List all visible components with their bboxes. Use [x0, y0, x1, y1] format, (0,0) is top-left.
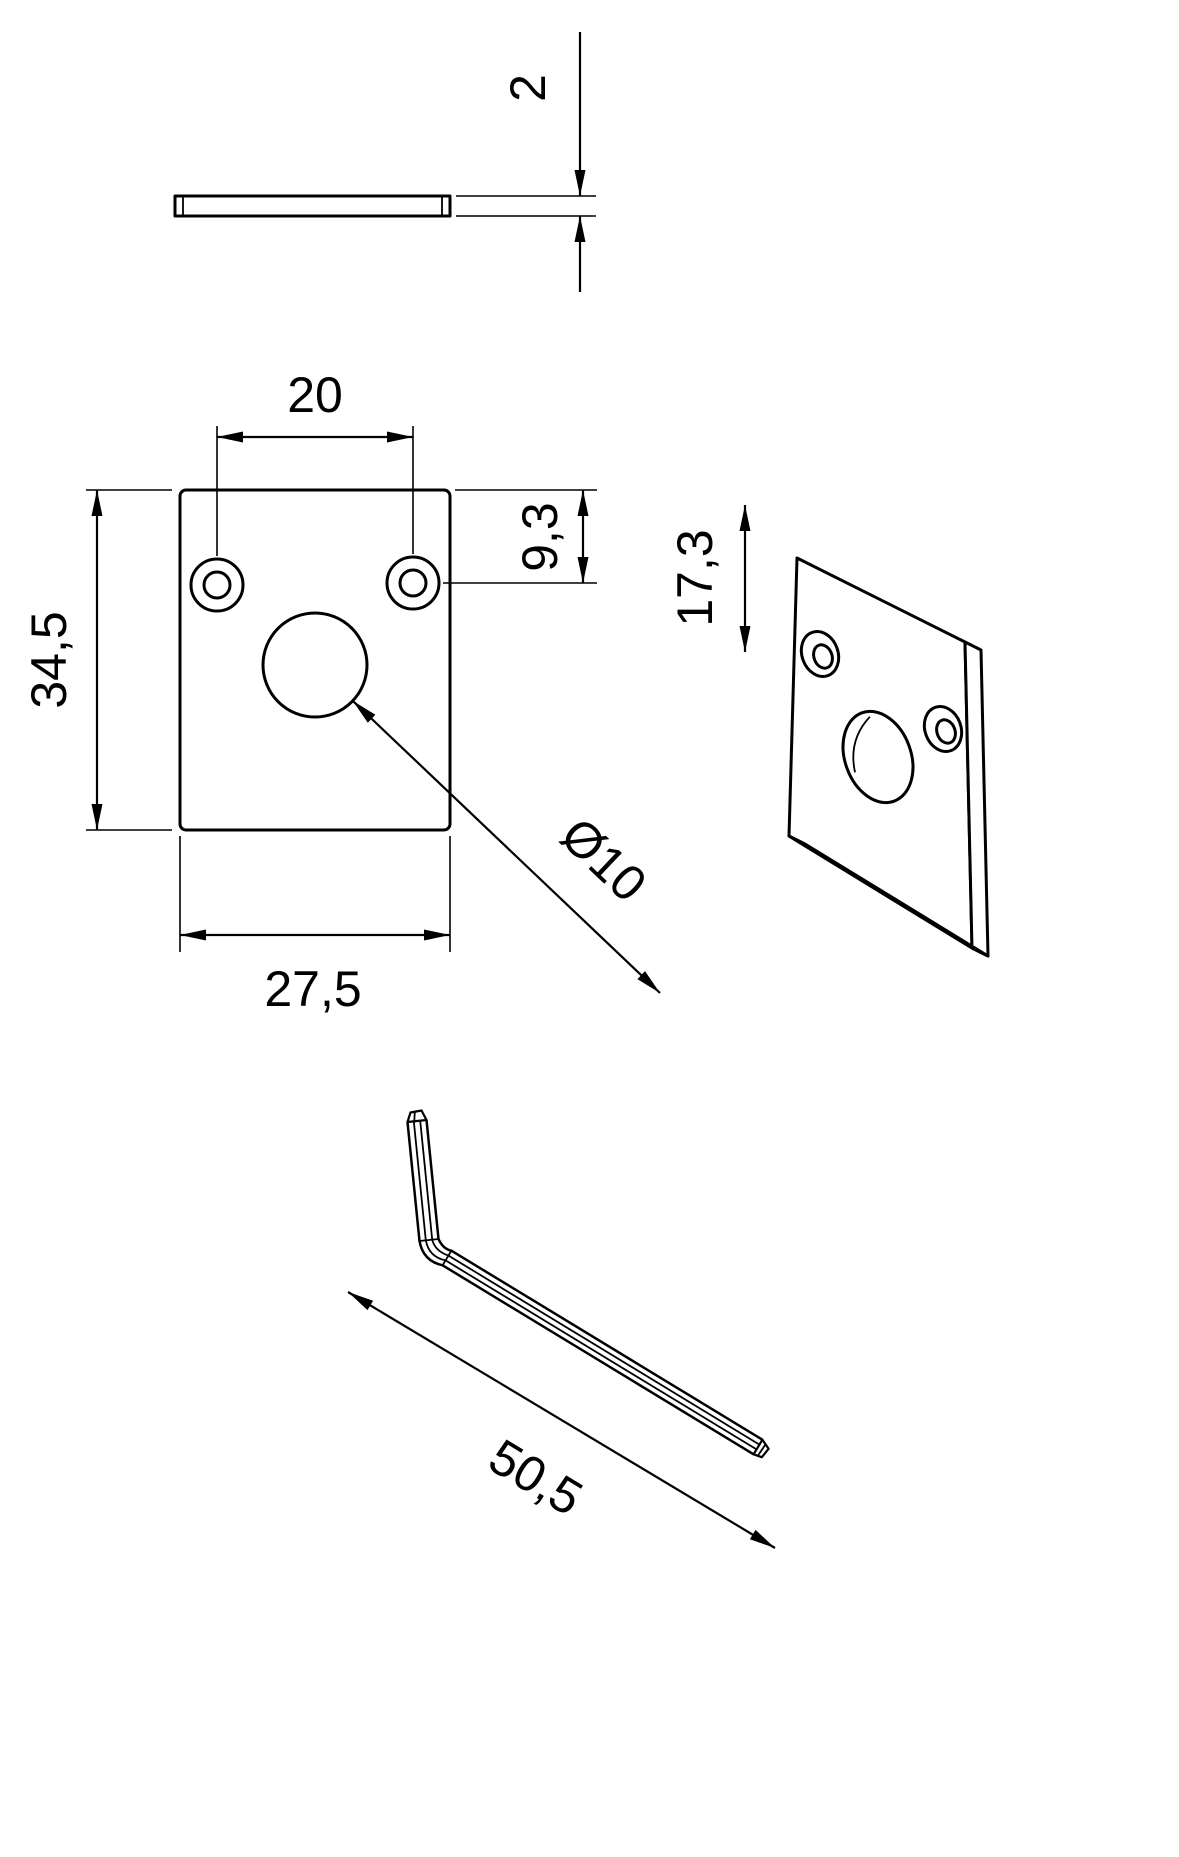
arrowhead-down-icon: [574, 170, 586, 196]
iso-screw-hole-right-inner: [935, 718, 957, 745]
arrowhead-downright-icon: [637, 971, 660, 993]
arrowhead-left-icon: [180, 929, 206, 941]
center-hole-diameter-dimension: Ø10: [351, 700, 661, 994]
iso-screw-hole-left-inner: [812, 643, 834, 670]
hex-key-top-face-edge: [413, 1111, 416, 1122]
screw-hole-left-inner: [202, 570, 232, 600]
arrowhead-upleft-icon: [348, 1292, 374, 1311]
plate-isometric-view: [787, 556, 990, 958]
plate-height-dimension: 34,5: [21, 489, 172, 831]
hex-key-outer-contour: [406, 1121, 755, 1456]
iso-screw-hole-right-outer: [922, 705, 964, 753]
hex-key-bend-edge: [419, 1238, 439, 1242]
leader-line: [351, 700, 661, 994]
dimension-label-center-hole-diameter: Ø10: [550, 807, 657, 913]
arrowhead-up-icon: [574, 216, 586, 242]
iso-offset-dimension: 17,3: [667, 505, 751, 652]
iso-screw-hole-left-outer: [799, 630, 841, 678]
arrowhead-downright-icon: [749, 1529, 775, 1548]
plate-side-view: [173, 194, 452, 218]
thickness-dimension: 2: [456, 32, 596, 292]
arrowhead-up-icon: [91, 490, 103, 516]
dimension-label-thickness: 2: [500, 74, 556, 102]
hole-offset-dimension: 9,3: [443, 489, 597, 584]
arrowhead-down-icon: [577, 557, 589, 583]
arrowhead-right-icon: [387, 431, 413, 443]
arrowhead-right-icon: [424, 929, 450, 941]
hex-key-top-end-face: [406, 1109, 428, 1124]
screw-hole-right-inner: [398, 568, 428, 598]
dimension-label-plate-height: 34,5: [21, 611, 77, 708]
side-view-outline: [173, 194, 452, 218]
arrowhead-down-icon: [91, 804, 103, 830]
arrowhead-up-icon: [577, 490, 589, 516]
hex-key-bottom-face-edge: [757, 1443, 767, 1457]
dimension-label-plate-width: 27,5: [264, 961, 361, 1017]
center-hole: [261, 611, 369, 719]
iso-center-hole: [841, 709, 915, 805]
front-view-outline: [178, 488, 452, 832]
iso-bottom-thickness-face: [787, 834, 990, 958]
arrowhead-left-icon: [217, 431, 243, 443]
hex-key-facet-line: [412, 1121, 758, 1451]
dimension-label-hex-key-length: 50,5: [480, 1428, 592, 1526]
arrowhead-down-icon: [739, 626, 751, 652]
arrowhead-up-icon: [739, 505, 751, 531]
screw-hole-left-outer: [189, 557, 245, 613]
dimension-label-hole-offset: 9,3: [512, 502, 568, 572]
hex-key-bend-edge: [441, 1250, 453, 1266]
hex-key-view: [406, 1109, 770, 1459]
screw-hole-right-outer: [385, 555, 441, 611]
hole-spacing-dimension: 20: [216, 367, 414, 556]
iso-center-hole-depth-edge: [852, 716, 871, 773]
dimension-label-iso-offset: 17,3: [667, 529, 723, 626]
arrowhead-upleft-icon: [352, 700, 376, 723]
dimension-line: [347, 1291, 776, 1549]
plate-width-dimension: 27,5: [179, 836, 451, 1017]
dimension-label-hole-spacing: 20: [287, 367, 343, 423]
plate-front-view: [178, 488, 452, 832]
